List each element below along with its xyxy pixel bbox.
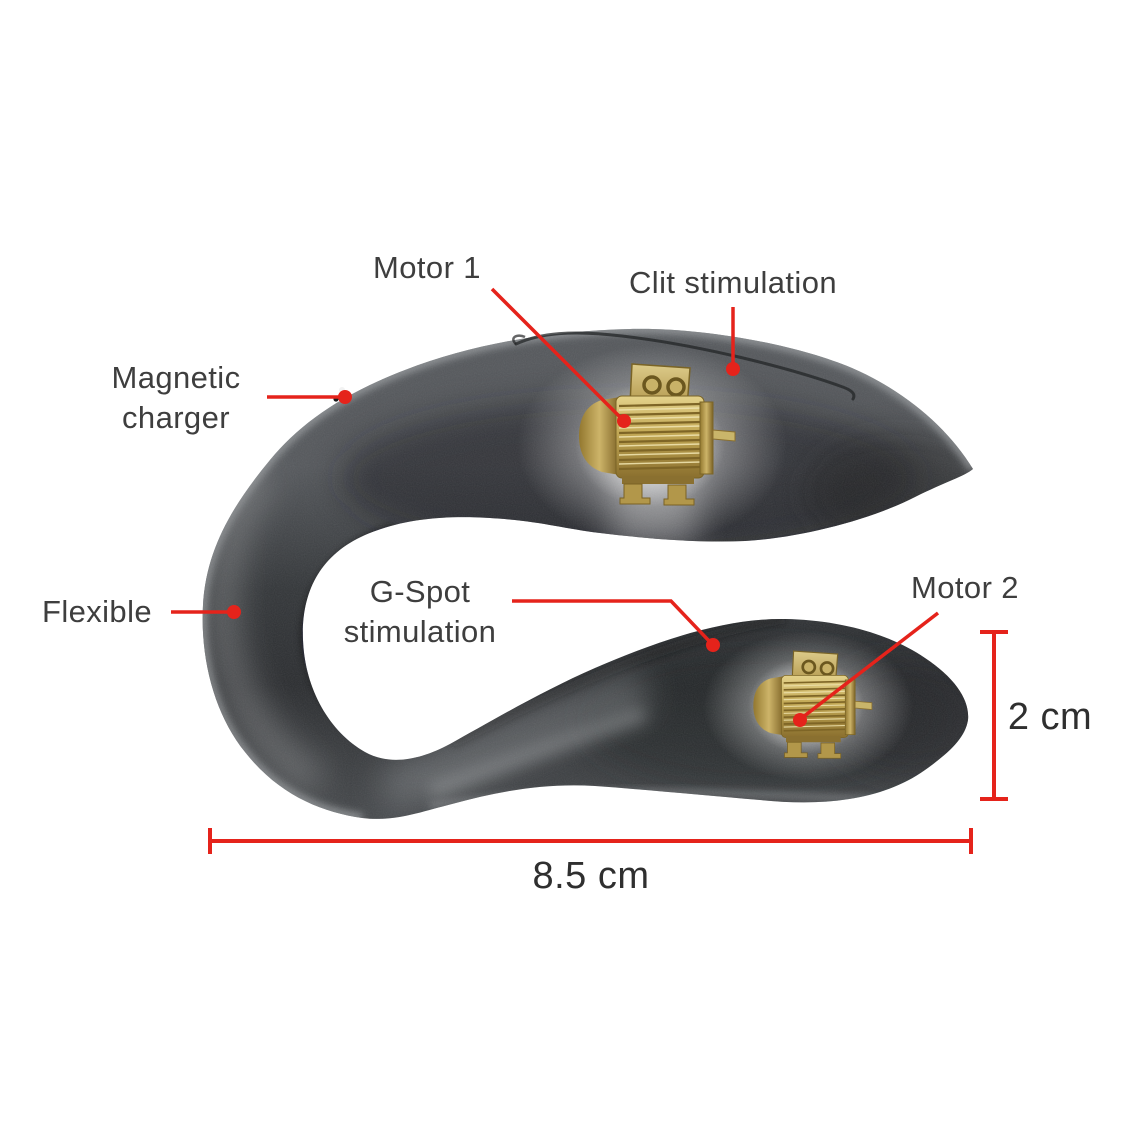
- magnetic-charger-label: Magnetic charger: [112, 358, 241, 439]
- gspot-stimulation-label: G-Spot stimulation: [344, 572, 497, 653]
- flexible-dot: [227, 605, 241, 619]
- device-seam-hook: [512, 334, 526, 345]
- width-dimension-line: [208, 828, 973, 854]
- motor1-label: Motor 1: [373, 250, 481, 285]
- annotation-dots: [227, 362, 807, 727]
- dimension-lines: [208, 630, 1008, 854]
- motor2-leader-line: [801, 611, 940, 719]
- motor1-leader-line: [490, 287, 624, 421]
- annotation-leaders: [171, 287, 940, 719]
- gspot-label-line1: G-Spot: [369, 574, 471, 609]
- gspot-dot: [706, 638, 720, 652]
- height-dimension-line: [980, 630, 1008, 801]
- gspot-leader-line: [512, 599, 713, 645]
- motor1-dot: [617, 414, 631, 428]
- magnetic-dot: [338, 390, 352, 404]
- height-dimension-label: 2 cm: [1007, 696, 1093, 738]
- magnetic-charger-label-line1: Magnetic: [111, 360, 241, 395]
- width-dimension-label: 8.5 cm: [532, 855, 650, 897]
- magnetic-charger-label-line2: charger: [122, 400, 230, 436]
- motor2-label: Motor 2: [911, 570, 1019, 605]
- motor2-dot: [793, 713, 807, 727]
- clit-stimulation-label: Clit stimulation: [629, 265, 837, 300]
- clit-dot: [726, 362, 740, 376]
- gspot-label-line2: stimulation: [343, 614, 497, 650]
- flexible-label: Flexible: [41, 594, 153, 629]
- device-seam-line: [514, 331, 856, 401]
